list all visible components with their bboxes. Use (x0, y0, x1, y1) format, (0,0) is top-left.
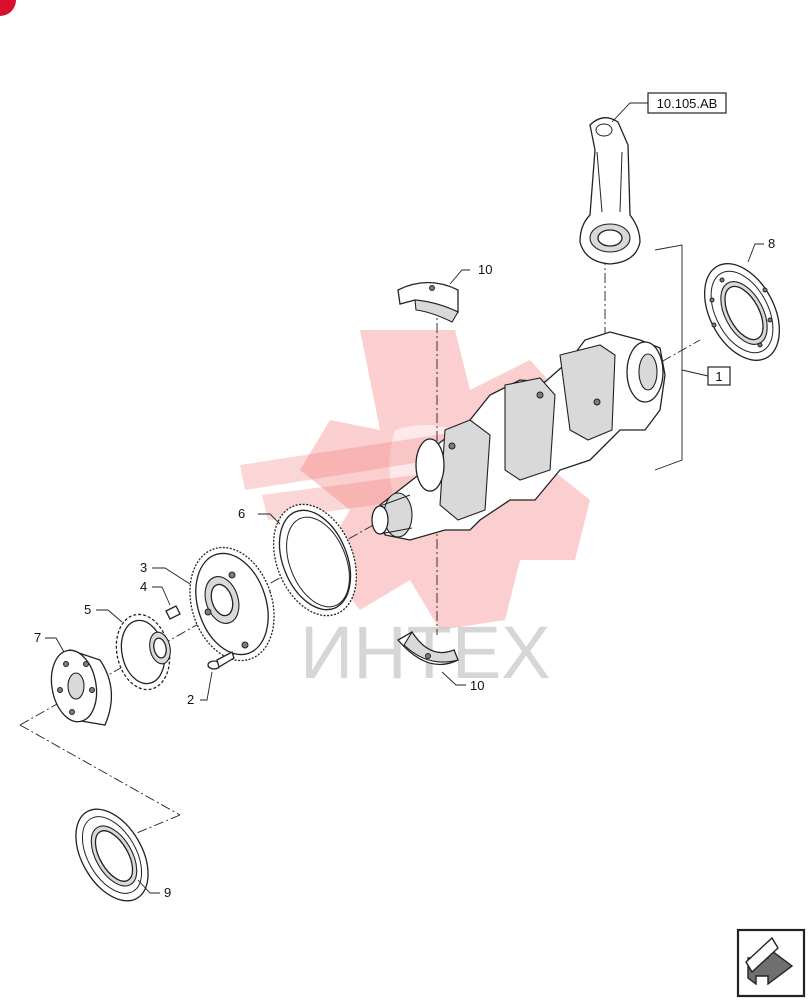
main-bearing-shell-top (397, 281, 459, 323)
callout-1-box (707, 366, 731, 386)
callout-10-top: 10 (478, 262, 492, 277)
callout-6: 6 (238, 506, 245, 521)
crank-gear (115, 613, 171, 691)
callout-8: 8 (768, 236, 775, 251)
rear-seal (704, 263, 780, 361)
callout-4: 4 (140, 579, 147, 594)
callout-1: 1 (715, 369, 722, 384)
connecting-rod (579, 117, 641, 265)
reference-box[interactable] (647, 92, 727, 114)
drive-plate (189, 546, 275, 662)
bolt (207, 651, 235, 670)
callout-7: 7 (34, 630, 41, 645)
reference-label[interactable]: 10.105.AB (657, 96, 718, 111)
dowel-pin (165, 605, 181, 620)
front-seal (75, 808, 149, 902)
callout-2: 2 (187, 692, 194, 707)
callout-9: 9 (164, 885, 171, 900)
callout-3: 3 (140, 560, 147, 575)
callout-5: 5 (84, 602, 91, 617)
callout-10-bottom: 10 (470, 678, 484, 693)
ring-gear (272, 503, 358, 617)
crankshaft (371, 331, 666, 541)
damper-hub (50, 649, 113, 726)
next-page-arrow-icon[interactable] (736, 928, 806, 998)
main-bearing-shell-bottom (396, 630, 459, 666)
red-corner-icon (0, 0, 16, 16)
